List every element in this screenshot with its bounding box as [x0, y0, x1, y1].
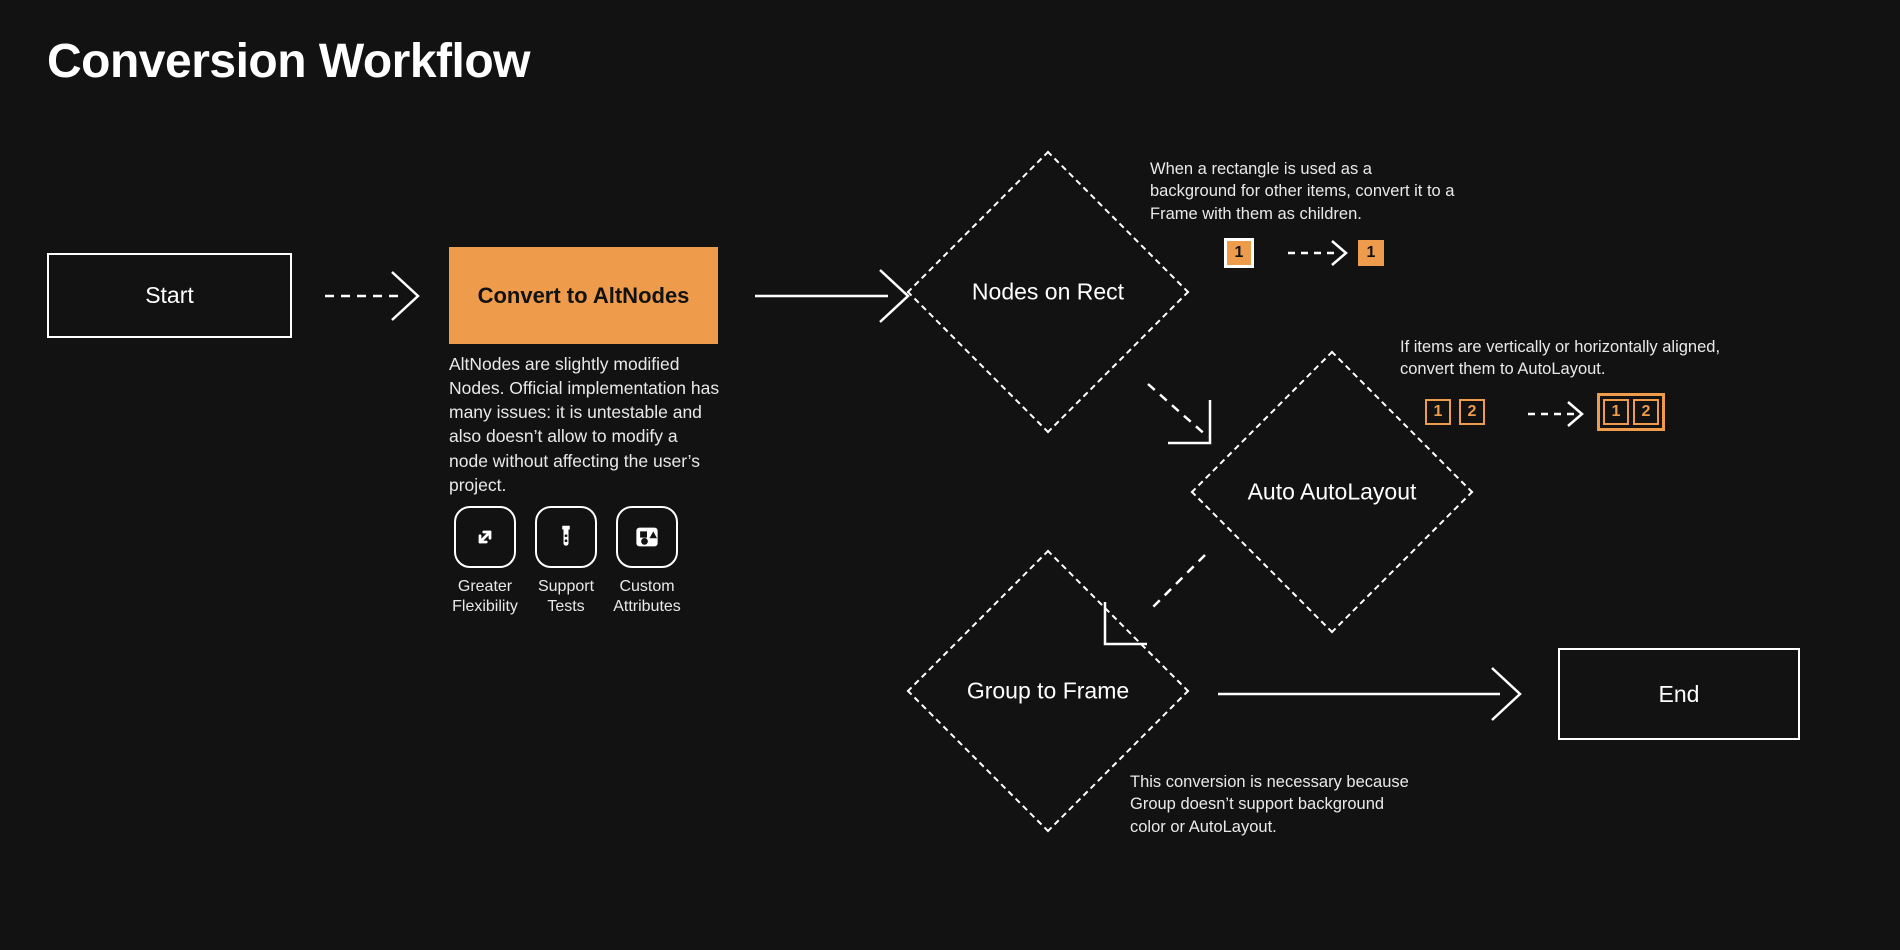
badge-arrowhead-rect: [1331, 240, 1348, 266]
node-convert-to-altnodes[interactable]: Convert to AltNodes: [449, 247, 718, 344]
node-start-label: Start: [145, 282, 194, 308]
feature-label: Custom Attributes: [613, 578, 681, 615]
page-title: Conversion Workflow: [47, 35, 531, 88]
node-nodes-on-rect[interactable]: Nodes on Rect: [906, 150, 1190, 434]
badge-before-1: 1: [1425, 399, 1451, 425]
node-convert-label: Convert to AltNodes: [477, 282, 690, 308]
badge-row-nodes-on-rect-result: 1: [1358, 240, 1384, 266]
shapes-icon: [616, 506, 678, 568]
feature-greater-flexibility[interactable]: Greater Flexibility: [452, 506, 518, 616]
badge-group-frame: 1 2: [1597, 393, 1665, 431]
node-group-to-frame[interactable]: Group to Frame: [906, 549, 1190, 833]
badge-after-1: 1: [1358, 240, 1384, 266]
node-end-label: End: [1658, 680, 1700, 707]
annotation-nodes-on-rect: When a rectangle is used as a background…: [1150, 160, 1455, 223]
node-auto-autolayout-label: Auto AutoLayout: [1247, 478, 1417, 505]
connector-autolayout-group: [1151, 554, 1206, 609]
expand-diagonal-icon: [454, 506, 516, 568]
altnodes-description: AltNodes are slightly modified Nodes. Of…: [449, 354, 720, 495]
badge-before-1: 1: [1224, 238, 1254, 268]
node-auto-autolayout[interactable]: Auto AutoLayout: [1190, 350, 1474, 634]
node-nodes-on-rect-label: Nodes on Rect: [971, 278, 1125, 305]
node-start[interactable]: Start: [47, 253, 292, 338]
badge-row-auto-autolayout: 1 2: [1425, 399, 1485, 425]
feature-label: Greater Flexibility: [452, 578, 518, 615]
node-group-to-frame-label: Group to Frame: [966, 677, 1130, 704]
annotation-group-to-frame: This conversion is necessary because Gro…: [1130, 773, 1409, 836]
feature-list: Greater Flexibility Support Tests: [452, 506, 681, 616]
badge-after-2: 2: [1633, 399, 1659, 425]
badge-after-1: 1: [1603, 399, 1629, 425]
connector-rect-autolayout: [1147, 383, 1209, 438]
arrowhead-convert-rect: [879, 269, 910, 323]
badge-row-nodes-on-rect: 1: [1224, 238, 1254, 268]
feature-support-tests[interactable]: Support Tests: [535, 506, 597, 616]
badge-before-2: 2: [1459, 399, 1485, 425]
arrowhead-group-end: [1491, 667, 1522, 721]
node-end[interactable]: End: [1558, 648, 1800, 740]
arrowhead-rect-autolayout: [1168, 400, 1212, 445]
test-tube-icon: [535, 506, 597, 568]
feature-custom-attributes[interactable]: Custom Attributes: [613, 506, 681, 616]
annotation-auto-autolayout: If items are vertically or horizontally …: [1400, 338, 1721, 379]
arrowhead-start-convert: [391, 271, 420, 321]
badge-row-auto-autolayout-result: 1 2: [1597, 393, 1665, 431]
feature-label: Support Tests: [537, 578, 595, 615]
badge-arrowhead-autolayout: [1567, 401, 1584, 427]
